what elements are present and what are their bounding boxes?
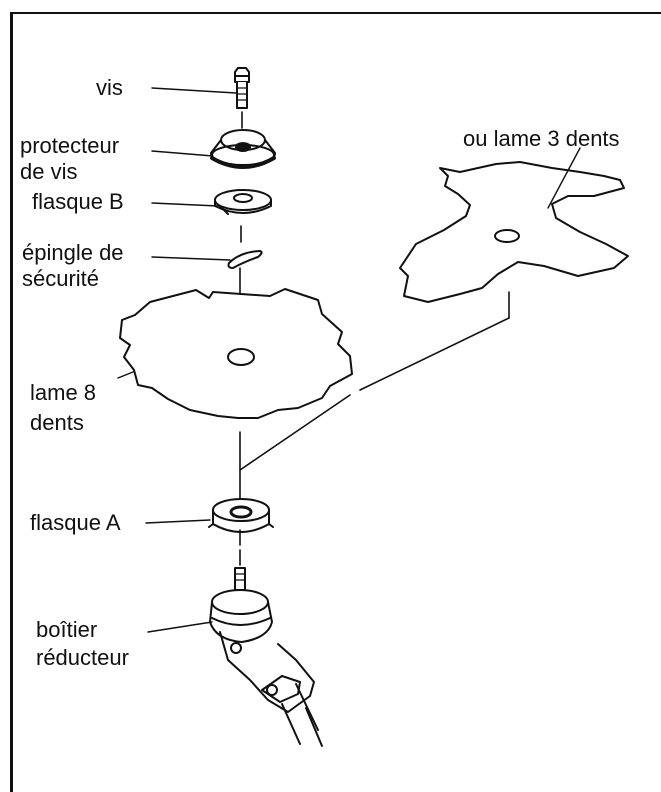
leader-protecteur — [151, 150, 214, 157]
bolt-part — [234, 67, 250, 109]
leader-flasque-b — [151, 202, 219, 207]
label-flasque-b: flasque B — [32, 189, 124, 214]
label-epingle-line1: épingle de — [22, 240, 124, 265]
leader-flasque-a — [145, 519, 211, 524]
blade-3-teeth-part — [399, 161, 629, 303]
leader-lame-3 — [547, 147, 581, 209]
alternative-connector — [239, 291, 510, 471]
blade-8-teeth-part — [119, 288, 353, 419]
safety-pin-part — [227, 250, 263, 269]
label-protecteur-line1: protecteur — [20, 133, 120, 158]
flange-a-part — [208, 498, 274, 533]
screw-protector-part — [210, 129, 276, 169]
leader-lame-8 — [117, 371, 134, 379]
label-boitier-line2: réducteur — [36, 645, 129, 670]
label-vis: vis — [96, 75, 123, 100]
label-lame-8-line2: dents — [30, 410, 84, 435]
label-lame-8-line1: lame 8 — [30, 380, 97, 405]
leader-vis — [151, 87, 237, 94]
label-boitier-line1: boîtier — [36, 617, 98, 642]
label-epingle-line2: sécurité — [22, 266, 100, 291]
leader-boitier — [147, 621, 213, 633]
label-protecteur-line2: de vis — [20, 159, 78, 184]
leader-lines — [117, 87, 581, 633]
flange-b-part — [214, 189, 272, 215]
leader-epingle — [151, 256, 231, 261]
diagram-frame — [10, 12, 661, 792]
label-lame-3: ou lame 3 dents — [463, 126, 620, 151]
label-flasque-a: flasque A — [30, 510, 121, 535]
gearbox-part — [209, 567, 323, 747]
